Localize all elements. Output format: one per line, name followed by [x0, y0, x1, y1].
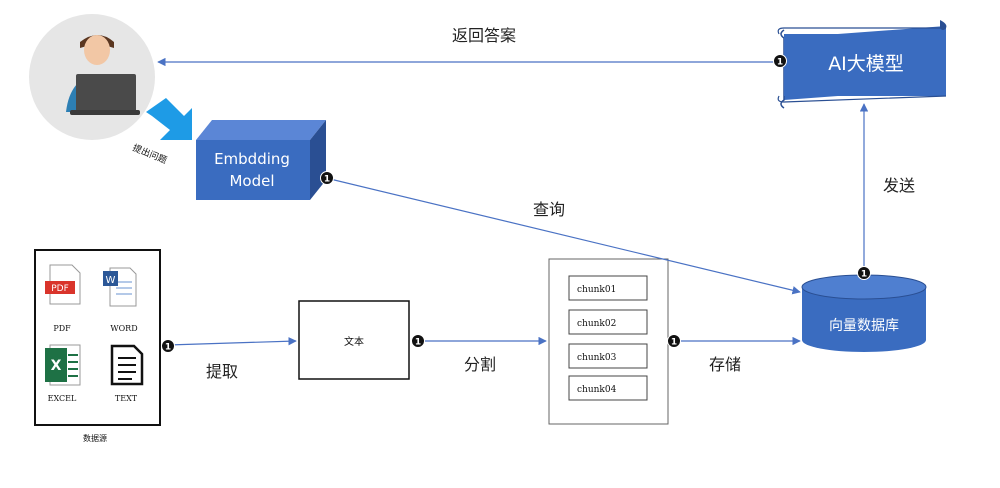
text-file-label: TEXT: [115, 394, 138, 403]
step-badge: 1: [667, 334, 681, 348]
return-answer-label: 返回答案: [452, 26, 516, 45]
excel-file-label: EXCEL: [48, 394, 77, 403]
chunk-label: chunk01: [577, 285, 616, 295]
step-badge: 1: [857, 266, 871, 280]
text-file-icon: [110, 344, 144, 386]
chunk-item: chunk03: [568, 343, 648, 369]
chunk-item: chunk01: [568, 275, 648, 301]
word-file-icon: W: [103, 267, 137, 307]
step-badge: 1: [773, 54, 787, 68]
vector-db-node: 向量数据库: [801, 274, 927, 352]
query-arrow: [325, 177, 801, 295]
step-badge: 1: [320, 171, 334, 185]
query-label: 查询: [533, 200, 565, 219]
chunk-label: chunk04: [577, 385, 617, 395]
pdf-badge: PDF: [51, 284, 69, 294]
chunk-label: chunk03: [577, 353, 617, 363]
extract-label: 提取: [206, 362, 238, 381]
embedding-model-line1: Embdding: [214, 150, 290, 168]
llm-node: AI大模型: [777, 20, 947, 109]
ask-question-label: 提出问题: [131, 142, 169, 167]
store-label: 存储: [709, 355, 741, 374]
llm-label: AI大模型: [828, 53, 904, 75]
pdf-file-icon: PDF: [45, 264, 81, 305]
ask-arrow-icon: [146, 98, 192, 140]
data-source-box: PDF PDF W WORD X EXCEL: [34, 249, 161, 426]
step-badge-number: 1: [165, 343, 171, 353]
extract-arrow: [167, 337, 297, 346]
data-source-caption: 数据源: [83, 433, 107, 443]
user-avatar: [29, 14, 155, 140]
word-file-label: WORD: [110, 324, 137, 333]
embedding-model-line2: Model: [229, 172, 274, 190]
chunk-item: chunk02: [568, 309, 648, 335]
text-node-label: 文本: [344, 335, 364, 348]
chunk-item: chunk04: [568, 375, 648, 401]
vector-db-label: 向量数据库: [829, 318, 899, 334]
step-badge-number: 1: [324, 175, 330, 185]
embedding-model-node: Embdding Model: [196, 120, 326, 200]
word-badge: W: [106, 275, 116, 286]
chunks-node: chunk01 chunk02 chunk03 chunk04: [548, 258, 669, 425]
step-badge: 1: [161, 339, 175, 353]
step-badge-number: 1: [777, 58, 783, 68]
step-badge-number: 1: [415, 338, 421, 348]
step-badge: 1: [411, 334, 425, 348]
text-node: 文本: [298, 300, 410, 380]
split-label: 分割: [464, 355, 496, 374]
send-label: 发送: [883, 176, 915, 195]
pdf-file-label: PDF: [53, 324, 71, 333]
step-badge-number: 1: [671, 338, 677, 348]
excel-file-icon: X: [45, 344, 81, 386]
step-badge-number: 1: [861, 270, 867, 280]
chunk-label: chunk02: [577, 319, 616, 329]
excel-badge: X: [51, 358, 62, 374]
